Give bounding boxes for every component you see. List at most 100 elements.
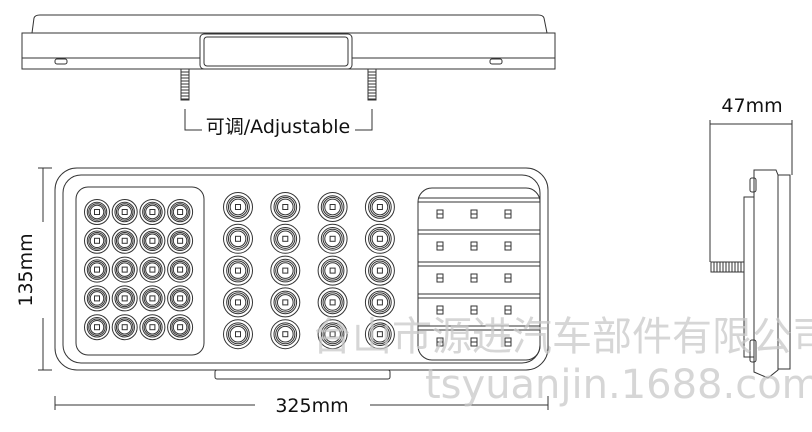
led-chip [149, 209, 156, 215]
led-ring [275, 292, 296, 313]
led-ring [169, 259, 191, 280]
led-ring [171, 260, 189, 279]
led-ring [114, 259, 135, 280]
led-ring [114, 316, 135, 338]
led-ring [88, 318, 106, 336]
led-ring [270, 255, 301, 286]
led-ring [226, 195, 250, 219]
led-ring [320, 322, 345, 347]
led-ring [369, 324, 390, 345]
led-ring [143, 318, 162, 336]
left-lamp-panel [75, 186, 205, 356]
led-ring [223, 192, 253, 222]
led [139, 227, 166, 254]
led-ring [171, 203, 189, 221]
led-chip [149, 324, 156, 331]
led [317, 192, 348, 222]
top-view-body [21, 32, 556, 70]
led-ring [172, 291, 188, 306]
led-chip [376, 267, 383, 274]
led-ring [89, 204, 105, 220]
led-ring [89, 233, 105, 249]
bottom-tab [214, 369, 391, 380]
led-ring [86, 288, 108, 309]
led-ring [317, 192, 348, 222]
led-ring [115, 318, 134, 336]
right-panel-segments [418, 197, 540, 347]
led-ring [142, 259, 163, 280]
led-chip [121, 209, 128, 215]
led [167, 314, 194, 341]
led-chip [376, 299, 383, 306]
led-ring [84, 285, 110, 312]
led-ring [364, 192, 395, 222]
led-ring [223, 287, 253, 318]
top-view: 可调/Adjustable [21, 14, 556, 138]
led-chip [235, 267, 241, 274]
led-chip [94, 209, 100, 215]
led-ring [273, 322, 298, 347]
led-ring [270, 319, 301, 350]
led-ring [142, 316, 163, 338]
led-chip [121, 324, 128, 331]
led-ring [169, 288, 191, 309]
led-ring [371, 294, 389, 311]
led-ring [276, 325, 294, 343]
led-ring [322, 196, 343, 218]
led-chip [376, 331, 383, 338]
led-ring [117, 233, 132, 249]
led-ring [142, 230, 163, 252]
led-ring [88, 203, 106, 221]
led-ring [322, 324, 343, 345]
led [364, 192, 395, 222]
led-ring [84, 227, 110, 254]
led-chip [94, 237, 100, 244]
led [364, 223, 395, 254]
adjustable-bracket-right [355, 109, 373, 131]
led-ring [172, 233, 188, 249]
led-ring [172, 262, 188, 277]
led-chip [121, 266, 128, 273]
led-ring [167, 199, 194, 225]
led-ring [143, 260, 162, 279]
led-ring [369, 228, 390, 249]
led [111, 285, 138, 312]
led-chip [282, 299, 289, 306]
led-ring [117, 319, 132, 335]
led [364, 319, 395, 350]
led-ring [276, 262, 294, 279]
led [167, 227, 194, 254]
led [84, 256, 110, 283]
led-ring [368, 290, 392, 315]
top-view-lens-edge [31, 14, 548, 34]
led-ring [117, 262, 132, 277]
led-ring [88, 232, 106, 250]
led-ring [86, 230, 108, 252]
right-lamp-panel [417, 187, 541, 361]
led-ring [273, 226, 298, 251]
led-ring [320, 258, 345, 283]
led-ring [275, 228, 296, 249]
led-ring [145, 233, 160, 249]
led-chip [94, 266, 100, 273]
led [270, 223, 301, 254]
bolt [367, 68, 377, 101]
led-ring [227, 196, 249, 218]
adjustable-bracket-left [184, 109, 202, 131]
led-ring [115, 203, 134, 221]
led-ring [229, 198, 247, 216]
led-ring [275, 196, 296, 218]
led-ring [270, 287, 301, 318]
led-ring [324, 198, 341, 216]
led-chip [235, 299, 241, 306]
led-ring [369, 196, 390, 218]
led-ring [276, 230, 294, 248]
led-chip [282, 204, 289, 210]
led-chip [94, 324, 100, 331]
led-ring [227, 228, 249, 249]
top-view-slot-left [54, 58, 68, 65]
led [317, 255, 348, 286]
led-ring [86, 316, 108, 338]
led-ring [322, 228, 343, 249]
